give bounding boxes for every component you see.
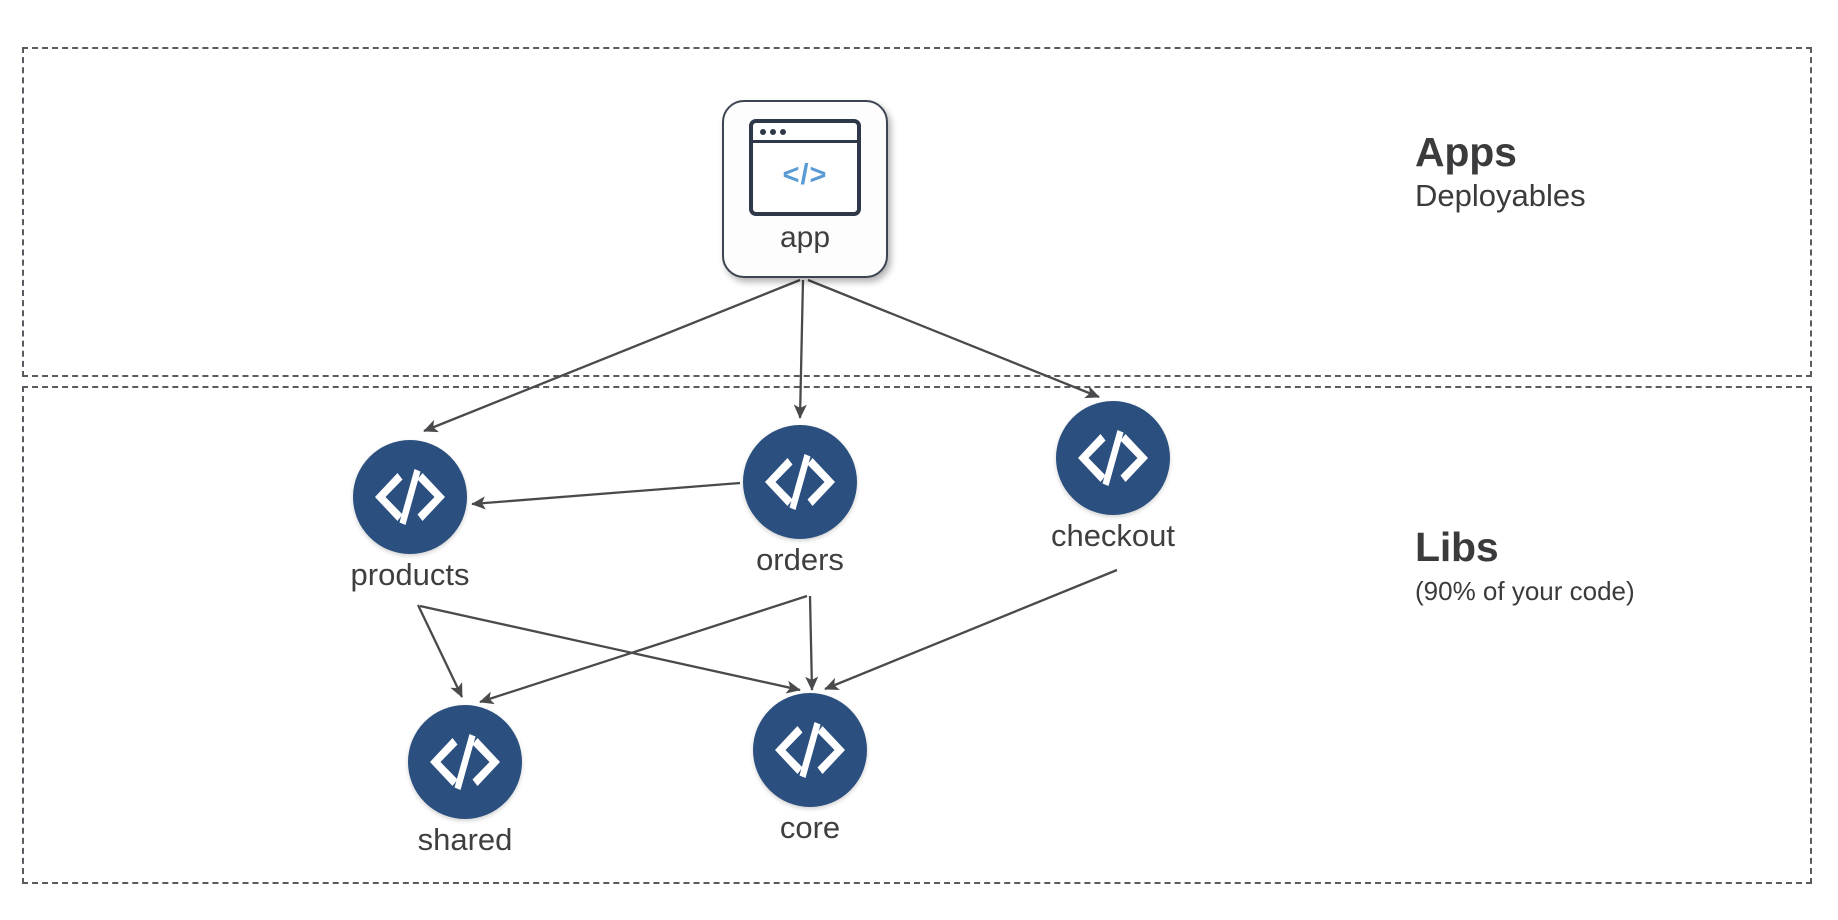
region-legend-apps: Apps Deployables (1415, 129, 1586, 214)
code-brackets-glyph: </> (782, 159, 828, 191)
node-app[interactable]: </> app (722, 100, 888, 278)
browser-titlebar-dots-icon (753, 123, 857, 143)
code-brackets-icon (353, 440, 467, 554)
region-libs-subtitle: (90% of your code) (1415, 575, 1635, 606)
node-shared-label: shared (417, 822, 513, 857)
code-brackets-icon (1056, 401, 1170, 515)
region-apps-subtitle: Deployables (1415, 177, 1586, 213)
code-brackets-icon (408, 705, 522, 819)
node-checkout-label: checkout (1050, 518, 1176, 553)
node-core-label: core (779, 810, 841, 845)
node-orders-label: orders (756, 542, 844, 577)
code-brackets-icon (753, 693, 867, 807)
node-app-label: app (779, 221, 831, 254)
code-brackets-icon (743, 425, 857, 539)
node-products-label: products (350, 557, 470, 592)
region-legend-libs: Libs (90% of your code) (1415, 524, 1635, 606)
browser-code-icon: </> (749, 119, 861, 216)
region-apps-title: Apps (1415, 129, 1517, 175)
region-libs-title: Libs (1415, 524, 1499, 570)
